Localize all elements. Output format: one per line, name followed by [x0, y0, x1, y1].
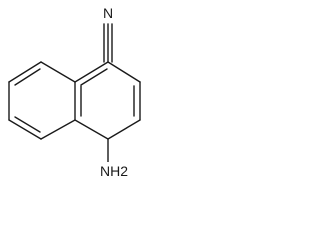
bond-c8-c7: [8, 61, 42, 83]
bonds: [8, 23, 141, 163]
bond-c8a-c1-inner: [80, 68, 108, 86]
structure-diagram: N NH2: [8, 4, 141, 180]
bond-c8-c7-inner: [14, 68, 41, 86]
bond-c3-c4: [107, 119, 141, 140]
bond-c5-c4a: [40, 119, 76, 140]
amine-label: NH2: [100, 163, 128, 179]
bond-c8a-c8: [40, 61, 76, 83]
label-bg-n: [101, 4, 115, 22]
nitrile-n-label: N: [103, 5, 113, 21]
bond-c4-c4a: [74, 119, 109, 140]
bond-c6-c5: [8, 119, 42, 140]
bond-c1-c2: [107, 61, 141, 83]
bond-c8a-c1: [74, 61, 109, 83]
atom-labels: N NH2: [100, 4, 134, 180]
label-bg-nh2: [100, 162, 134, 180]
bond-c6-c5-inner: [14, 116, 41, 133]
